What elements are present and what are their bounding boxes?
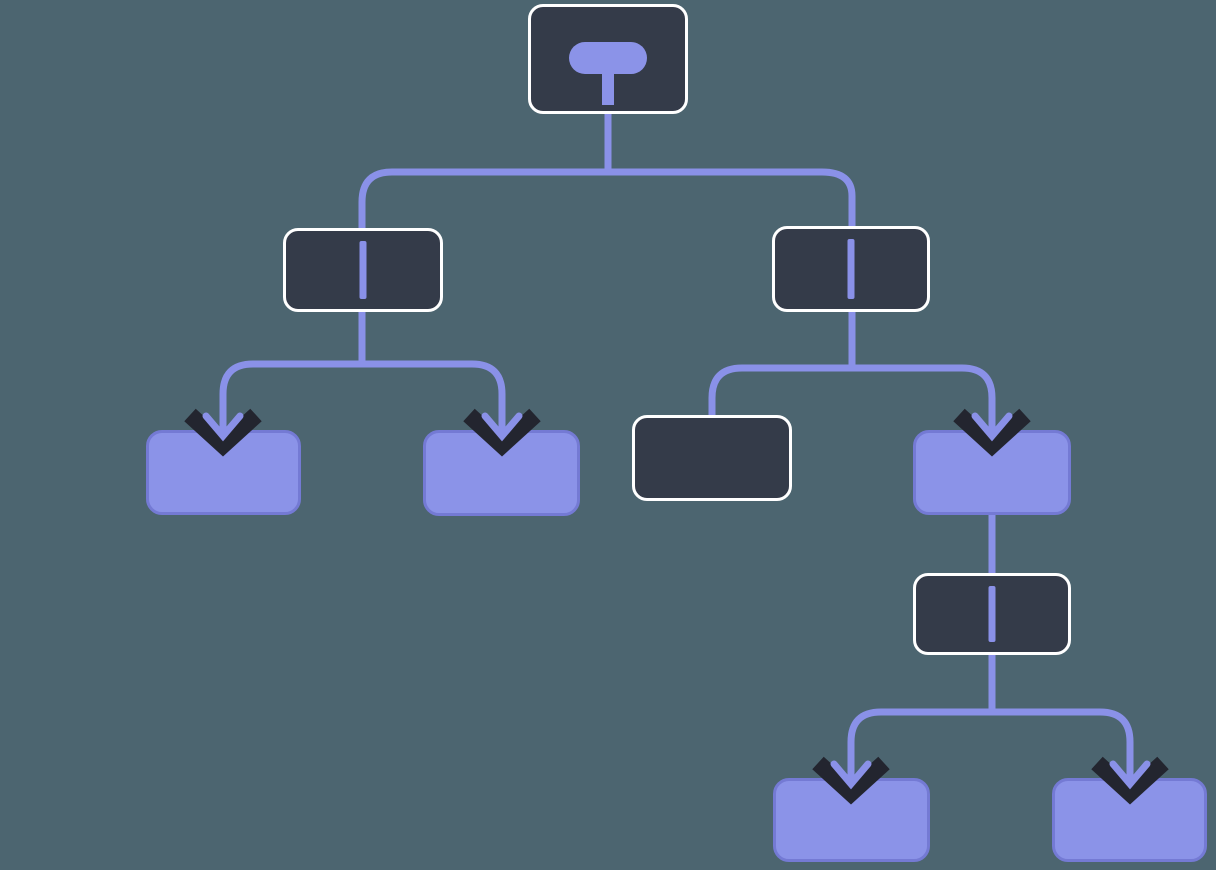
plain-dark-node: [632, 415, 792, 501]
leaf-node-3: [913, 430, 1071, 515]
leaf-node-4: [773, 778, 930, 862]
leaf-node-1: [146, 430, 301, 515]
leaf-node-5: [1052, 778, 1207, 862]
root-node: [528, 4, 688, 114]
right-branch-node: [772, 226, 930, 312]
root-stem: [602, 67, 614, 105]
edge-split-bottom: [847, 708, 1134, 760]
sub-branch-node: [913, 573, 1071, 655]
edge-split-level-1: [358, 168, 856, 228]
left-branch-node: [283, 228, 443, 312]
edge-split-left: [219, 360, 506, 412]
through-line: [847, 239, 855, 299]
leaf-node-2: [423, 430, 580, 516]
through-line: [359, 241, 367, 299]
root-pill-icon: [569, 42, 647, 74]
edge-split-right: [708, 364, 996, 415]
through-line: [988, 586, 996, 642]
